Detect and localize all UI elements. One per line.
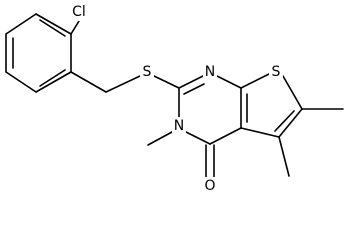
molecule-structure-diagram: Cl S S N N O [5, 3, 344, 195]
atom-label-n-top: N [205, 64, 215, 80]
bond-c4a-c4 [209, 127, 242, 145]
atom-n-methyl: N [172, 117, 186, 135]
bond-c5-c4a [240, 127, 280, 138]
atom-label-cl: Cl [72, 4, 86, 20]
bond-to-cl [70, 20, 80, 35]
atom-label-layer: Cl S S N N O [68, 3, 283, 195]
bond-c6-c5 [278, 108, 303, 138]
double-bond-c2-n3 [183, 83, 205, 95]
atom-label-s-thioether: S [143, 64, 152, 80]
atom-label-n-methyl: N [174, 118, 184, 134]
bond [5, 13, 37, 35]
double-bond-c6-c5 [274, 110, 295, 132]
methyl-bond-c5 [278, 136, 290, 177]
bond-c2-n3 [178, 75, 204, 89]
bond [35, 13, 72, 35]
double-bond-inner [39, 19, 66, 37]
bond-s-to-ring [153, 75, 180, 89]
atom-label-o-carbonyl: O [204, 178, 215, 194]
atom-n-top: N [203, 63, 217, 81]
bond [5, 71, 37, 93]
atom-label-s-thiophene: S [272, 64, 281, 80]
bond-c4-n [185, 131, 211, 145]
bond-n3-c7a [216, 75, 242, 89]
atom-o-carbonyl: O [202, 177, 218, 195]
double-bond-inner [39, 69, 66, 87]
atom-s-thioether: S [140, 63, 154, 81]
bond-layer [5, 13, 344, 178]
bond-c7a-s [240, 73, 270, 89]
bond-s-c6 [282, 75, 303, 110]
atom-cl: Cl [68, 3, 90, 21]
n-methyl-bond [147, 131, 173, 146]
bond-to-s [105, 75, 141, 93]
bond [70, 71, 107, 93]
atom-s-thiophene: S [269, 63, 283, 81]
bond [35, 71, 72, 93]
